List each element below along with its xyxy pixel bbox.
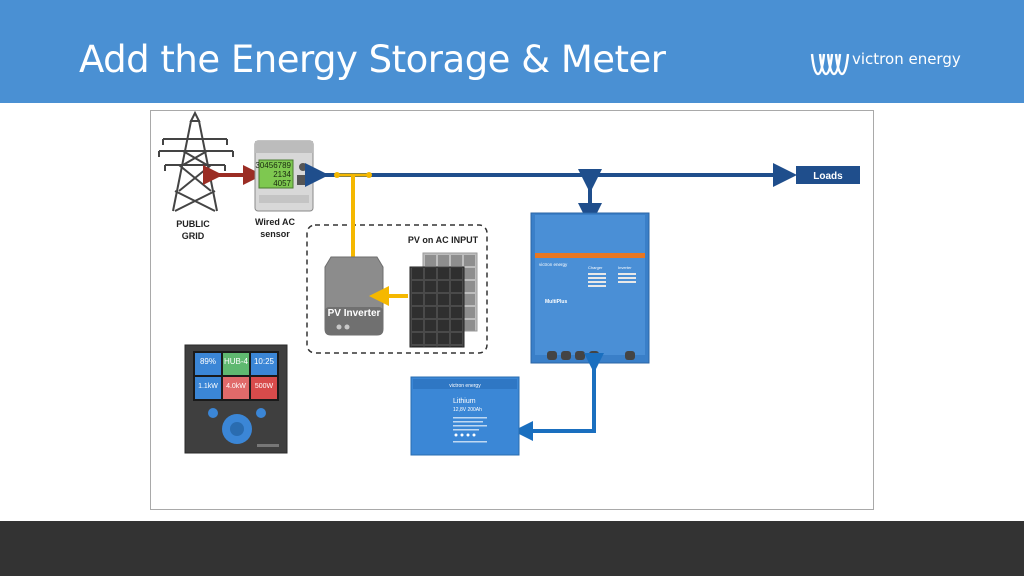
meter-line3: 4057 — [273, 179, 291, 188]
gx-tile-2: HUB-4 — [224, 357, 249, 366]
sensor-label-line2: sensor — [260, 229, 290, 239]
loads-box — [796, 166, 860, 184]
multiplus-inverter-label: Inverter — [618, 265, 632, 270]
energy-meter: 30456789 2134 4057 — [254, 140, 314, 212]
footer-bar — [0, 521, 1024, 576]
multiplus-brand: victron energy — [539, 262, 568, 267]
gx-tile-4: 1.1kW — [198, 383, 218, 390]
gx-tile-5: 4.0kW — [226, 383, 246, 390]
battery-name: Lithium — [453, 398, 476, 405]
victron-logo: victron energy — [808, 48, 961, 84]
pv-inverter — [324, 256, 384, 336]
loads-label: Loads — [813, 171, 843, 182]
grid-label-line2: GRID — [182, 231, 205, 241]
grid-label-line1: PUBLIC — [176, 219, 210, 229]
bus-junction — [585, 170, 595, 180]
lithium-battery: victron energy Lithium 12,8V 200Ah — [410, 376, 520, 456]
meter-line2: 2134 — [273, 170, 291, 179]
diagram-frame: PUBLIC GRID 30456789 2134 4057 Wired AC … — [150, 110, 874, 510]
dc-battery-link — [513, 353, 604, 441]
meter-line1: 30456789 — [255, 161, 291, 170]
header-bar: Add the Energy Storage & Meter victron e… — [0, 0, 1024, 103]
sensor-label-line1: Wired AC — [255, 217, 296, 227]
battery-spec: 12,8V 200Ah — [453, 407, 482, 413]
multiplus-charger-label: Charger — [588, 265, 603, 270]
pv-group-label: PV on AC INPUT — [408, 235, 479, 245]
page-title: Add the Energy Storage & Meter — [79, 38, 666, 81]
battery-brand: victron energy — [449, 383, 481, 389]
logo-text: victron energy — [852, 50, 961, 68]
multiplus-inverter-charger: victron energy Charger Inverter MultiPlu… — [530, 212, 650, 364]
pv-inverter-label: PV Inverter — [328, 308, 381, 319]
pv-group-box — [306, 224, 488, 354]
gx-tile-3: 10:25 — [254, 357, 275, 366]
victron-logo-icon — [810, 53, 850, 76]
system-diagram: PUBLIC GRID 30456789 2134 4057 Wired AC … — [158, 110, 860, 456]
multiplus-name: MultiPlus — [545, 299, 567, 305]
gx-tile-1: 89% — [200, 357, 216, 366]
solar-panel-front — [409, 266, 465, 348]
pylon-icon — [158, 110, 234, 212]
gx-tile-6: 500W — [255, 383, 274, 390]
gx-display: 89% HUB-4 10:25 1.1kW 4.0kW 500W — [184, 344, 288, 454]
